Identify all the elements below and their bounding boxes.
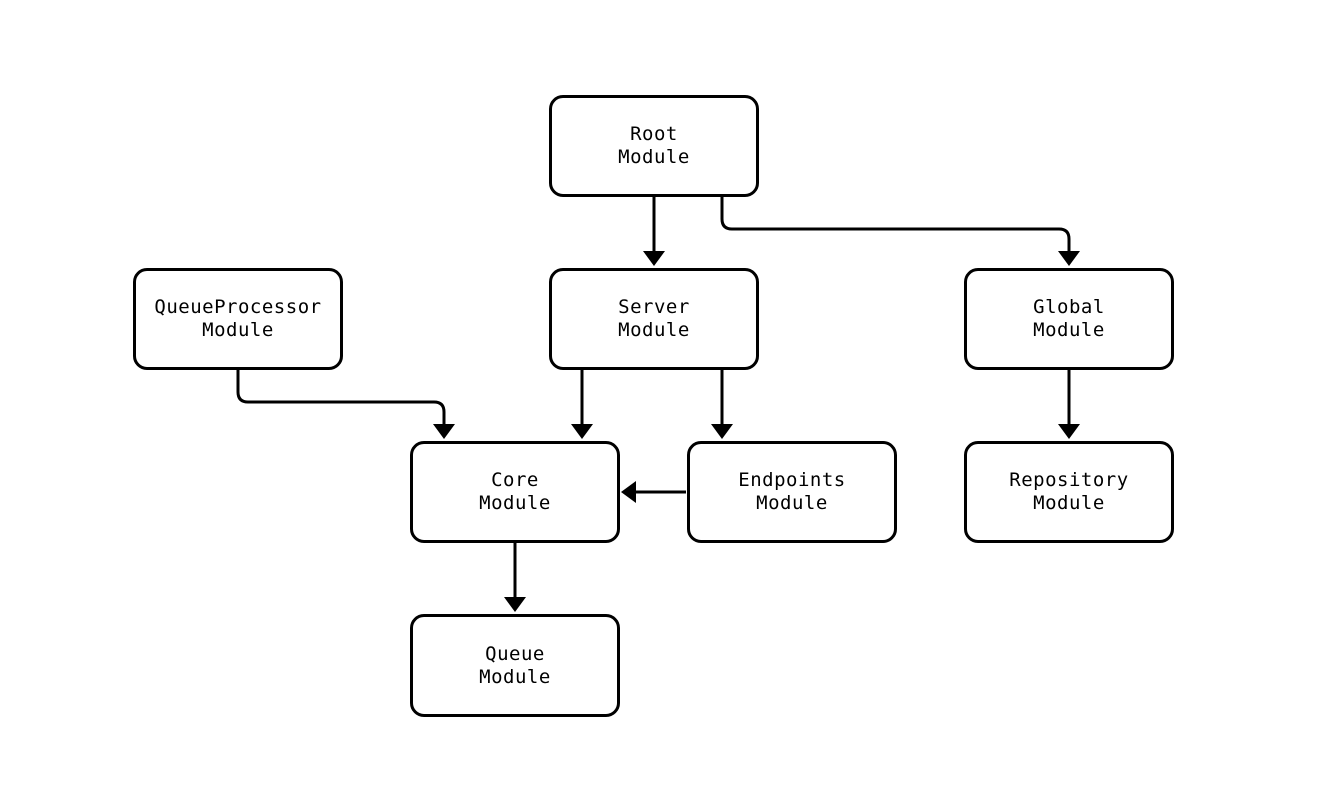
- node-label-global: Global Module: [1033, 296, 1105, 341]
- node-label-core: Core Module: [479, 469, 551, 514]
- edge-root-global: [720, 197, 1071, 254]
- node-queue[interactable]: Queue Module: [410, 614, 620, 717]
- arrowhead-server-core: [571, 424, 593, 439]
- node-label-endpoints: Endpoints Module: [738, 469, 846, 514]
- node-server[interactable]: Server Module: [549, 268, 759, 370]
- arrowheads-group: [433, 251, 1080, 612]
- node-label-repository: Repository Module: [1009, 469, 1129, 514]
- arrowhead-core-queue: [504, 597, 526, 612]
- node-core[interactable]: Core Module: [410, 441, 620, 543]
- node-label-server: Server Module: [618, 296, 690, 341]
- arrowhead-global-repository: [1058, 424, 1080, 439]
- arrowhead-server-endpoints: [711, 424, 733, 439]
- edges-group: [236, 197, 1071, 600]
- arrowhead-endpoints-core: [621, 481, 636, 503]
- arrowhead-queueprocessor-core: [433, 424, 455, 439]
- node-queueprocessor[interactable]: QueueProcessor Module: [133, 268, 343, 370]
- node-endpoints[interactable]: Endpoints Module: [687, 441, 897, 543]
- arrowhead-root-server: [643, 251, 665, 266]
- node-label-queue: Queue Module: [479, 642, 551, 688]
- node-global[interactable]: Global Module: [964, 268, 1174, 370]
- node-label-queueprocessor: QueueProcessor Module: [154, 296, 322, 341]
- node-root[interactable]: Root Module: [549, 95, 759, 197]
- node-label-root: Root Module: [618, 123, 690, 168]
- arrowhead-root-global: [1058, 251, 1080, 266]
- node-repository[interactable]: Repository Module: [964, 441, 1174, 543]
- edge-queueprocessor-core: [236, 370, 446, 427]
